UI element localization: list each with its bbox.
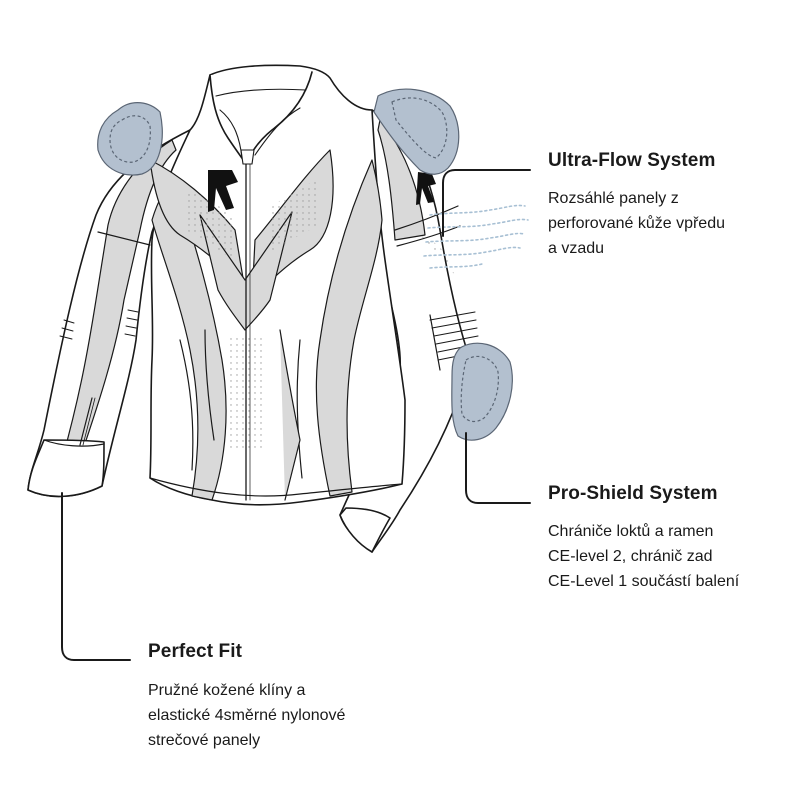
airflow-icon bbox=[423, 204, 529, 269]
perfect-fit-description: Pružné kožené klíny a elastické 4směrné … bbox=[148, 678, 345, 753]
ultra-flow-line-1: Rozsáhlé panely z bbox=[548, 190, 679, 207]
pro-shield-title: Pro-Shield System bbox=[548, 483, 718, 504]
pro-shield-callout: Pro-Shield System Chrániče loktů a ramen… bbox=[548, 483, 739, 594]
pro-shield-line-3: CE-Level 1 součástí balení bbox=[548, 573, 740, 590]
right-cuff bbox=[339, 507, 391, 553]
left-side-panel bbox=[151, 179, 227, 501]
ultra-flow-line-2: perforované kůže vpředu bbox=[548, 215, 725, 232]
perfect-fit-line-3: strečové panely bbox=[148, 732, 261, 749]
right-sleeve-grey-panel bbox=[377, 119, 426, 241]
perfect-fit-title: Perfect Fit bbox=[148, 641, 243, 662]
brand-logo-sleeve-icon bbox=[416, 172, 436, 205]
left-cuff bbox=[27, 439, 105, 498]
pro-shield-line-1: Chrániče loktů a ramen bbox=[548, 523, 714, 540]
right-side-panel bbox=[315, 159, 383, 497]
perfect-fit-line-2: elastické 4směrné nylonové bbox=[148, 707, 346, 724]
pro-shield-line-2: CE-level 2, chránič zad bbox=[548, 548, 713, 565]
pro-shield-description: Chrániče loktů a ramen CE-level 2, chrán… bbox=[548, 519, 739, 594]
perfect-fit-callout: Perfect Fit Pružné kožené klíny a elasti… bbox=[148, 641, 345, 753]
elbow-protector-icon bbox=[451, 342, 513, 441]
left-stretch-panel bbox=[59, 309, 139, 340]
brand-logo-icon bbox=[208, 170, 238, 212]
pro-shield-leader bbox=[465, 432, 531, 504]
shoulder-protector-icon bbox=[97, 88, 460, 176]
left-sleeve-zip bbox=[79, 397, 93, 446]
ultra-flow-line-3: a vzadu bbox=[548, 240, 605, 257]
ultra-flow-leader bbox=[442, 169, 531, 237]
perfect-fit-line-1: Pružné kožené klíny a bbox=[148, 682, 306, 699]
ultra-flow-title: Ultra-Flow System bbox=[548, 150, 716, 171]
ultra-flow-callout: Ultra-Flow System Rozsáhlé panely z perf… bbox=[548, 150, 725, 261]
center-v-panel bbox=[199, 211, 293, 331]
leader-lines bbox=[61, 169, 531, 661]
perfect-fit-leader bbox=[61, 492, 131, 661]
ultra-flow-description: Rozsáhlé panely z perforované kůže vpřed… bbox=[548, 186, 725, 261]
